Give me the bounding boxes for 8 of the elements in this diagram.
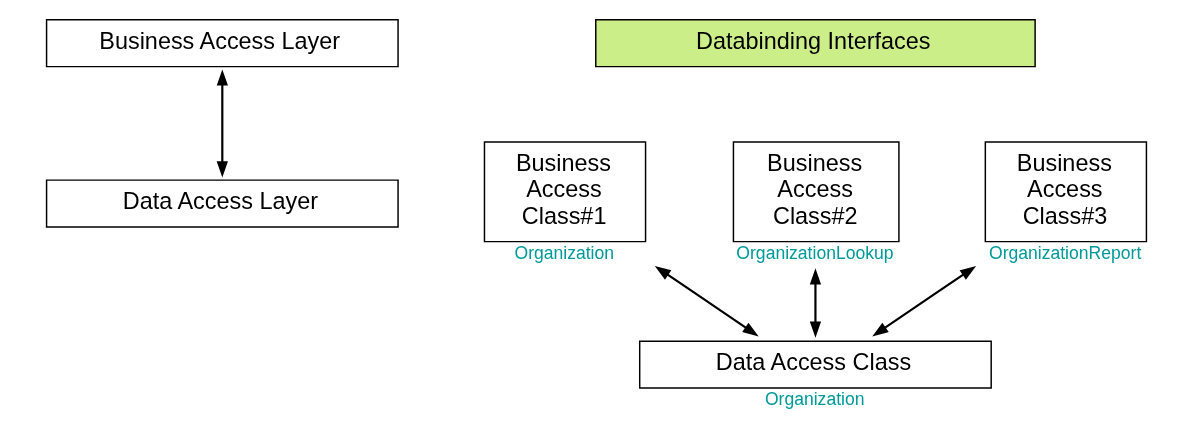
arrow (654, 265, 759, 337)
arrow (809, 268, 821, 338)
arrow (871, 265, 976, 337)
node-label: Organization (764, 389, 864, 410)
node-label: OrganizationReport (988, 242, 1141, 263)
arrow (216, 69, 228, 178)
node-label: OrganizationLookup (735, 242, 894, 263)
node-label: Organization (513, 242, 614, 263)
